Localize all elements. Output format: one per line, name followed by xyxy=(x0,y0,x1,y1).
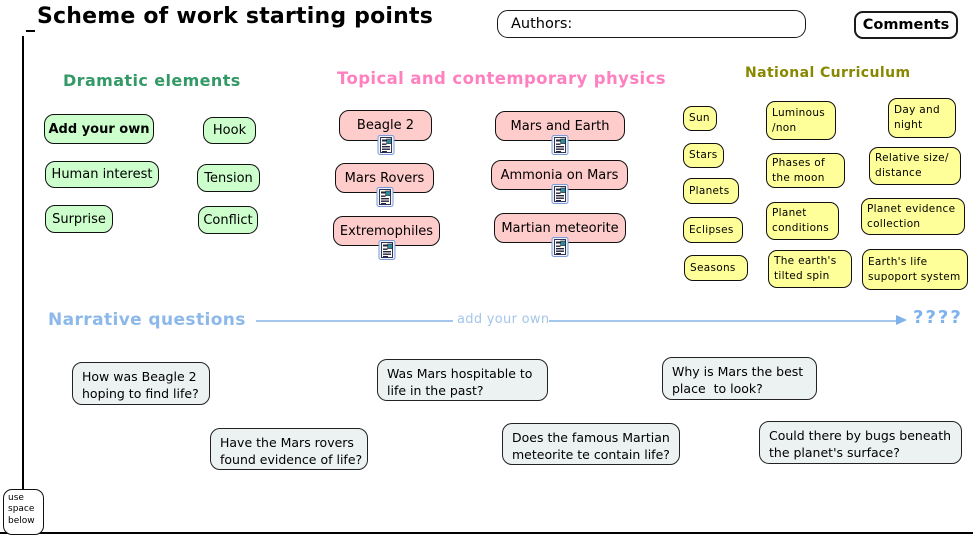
question-card-rovers-evidence[interactable]: Have the Mars rovers found evidence of l… xyxy=(210,428,368,470)
curriculum-card-planets[interactable]: Planets xyxy=(683,178,739,204)
national-curriculum-heading: National Curriculum xyxy=(745,65,911,81)
card-human-interest[interactable]: Human interest xyxy=(45,161,159,188)
topic-card-beagle-2[interactable]: Beagle 2 xyxy=(339,110,432,155)
topic-card-label: Mars and Earth xyxy=(510,118,610,134)
question-card-best-place-to-look[interactable]: Why is Mars the best place to look? xyxy=(662,357,817,400)
topic-card-extremophiles[interactable]: Extremophiles xyxy=(333,216,440,260)
curriculum-card-luminous-non[interactable]: Luminous /non xyxy=(766,101,836,140)
curriculum-card-tilted-spin[interactable]: The earth's tilted spin xyxy=(768,250,852,288)
topic-card-label: Beagle 2 xyxy=(356,118,415,133)
dramatic-elements-heading: Dramatic elements xyxy=(63,71,241,90)
left-guide-line xyxy=(22,36,24,489)
curriculum-card-planet-evidence[interactable]: Planet evidence collection xyxy=(861,198,965,235)
use-space-below-note[interactable]: use space below xyxy=(3,489,44,535)
add-your-own-label[interactable]: add your own xyxy=(457,312,550,327)
narrative-questions-heading: Narrative questions xyxy=(48,310,246,330)
curriculum-card-sun[interactable]: Sun xyxy=(683,106,717,131)
authors-field[interactable]: Authors: xyxy=(497,10,806,38)
notes-page-icon[interactable] xyxy=(551,184,568,204)
topic-card-label: Martian meteorite xyxy=(501,220,619,236)
topic-card-ammonia-on-mars[interactable]: Ammonia on Mars xyxy=(491,160,628,204)
question-card-beagle-find-life[interactable]: How was Beagle 2 hoping to find life? xyxy=(72,362,210,405)
comments-button[interactable]: Comments xyxy=(854,11,958,39)
title-tick-line xyxy=(26,30,35,32)
topic-card-martian-meteorite[interactable]: Martian meteorite xyxy=(494,213,626,257)
card-add-your-own[interactable]: Add your own xyxy=(44,114,154,144)
curriculum-card-eclipses[interactable]: Eclipses xyxy=(683,217,743,243)
curriculum-card-relative-size[interactable]: Relative size/ distance xyxy=(869,147,961,185)
question-card-mars-hospitable[interactable]: Was Mars hospitable to life in the past? xyxy=(377,359,548,401)
notes-page-icon[interactable] xyxy=(551,135,569,155)
notes-page-icon[interactable] xyxy=(378,240,395,260)
topical-physics-heading: Topical and contemporary physics xyxy=(337,69,666,88)
narrative-end-marker: ???? xyxy=(913,307,963,328)
curriculum-card-day-night[interactable]: Day and night xyxy=(888,98,956,138)
curriculum-card-planet-conditions[interactable]: Planet conditions xyxy=(766,202,839,240)
page-title: Scheme of work starting points xyxy=(37,4,434,29)
topic-card-label: Ammonia on Mars xyxy=(500,167,619,183)
question-card-bugs-beneath[interactable]: Could there by bugs beneath the planet's… xyxy=(759,421,962,464)
notes-page-icon[interactable] xyxy=(551,237,569,257)
notes-page-icon[interactable] xyxy=(376,187,393,207)
narrative-line-right xyxy=(549,320,897,322)
card-tension[interactable]: Tension xyxy=(197,164,260,192)
topic-card-mars-rovers[interactable]: Mars Rovers xyxy=(335,163,434,207)
topic-card-label: Extremophiles xyxy=(339,223,434,239)
curriculum-card-seasons[interactable]: Seasons xyxy=(684,255,748,281)
curriculum-card-phases-moon[interactable]: Phases of the moon xyxy=(766,153,845,188)
card-conflict[interactable]: Conflict xyxy=(198,206,258,234)
card-hook[interactable]: Hook xyxy=(203,117,256,144)
question-card-meteorite-life[interactable]: Does the famous Martian meteorite te con… xyxy=(502,423,680,465)
curriculum-card-earths-life[interactable]: Earth's life supoport system xyxy=(862,249,968,290)
authors-label: Authors: xyxy=(511,16,573,32)
card-surprise[interactable]: Surprise xyxy=(45,205,113,233)
arrow-head-icon xyxy=(896,315,907,325)
bottom-divider-line xyxy=(0,532,973,534)
topic-card-mars-and-earth[interactable]: Mars and Earth xyxy=(495,111,625,155)
notes-page-icon[interactable] xyxy=(377,135,394,155)
curriculum-card-stars[interactable]: Stars xyxy=(683,143,724,168)
topic-card-label: Mars Rovers xyxy=(344,170,425,186)
narrative-line-left xyxy=(256,320,453,322)
